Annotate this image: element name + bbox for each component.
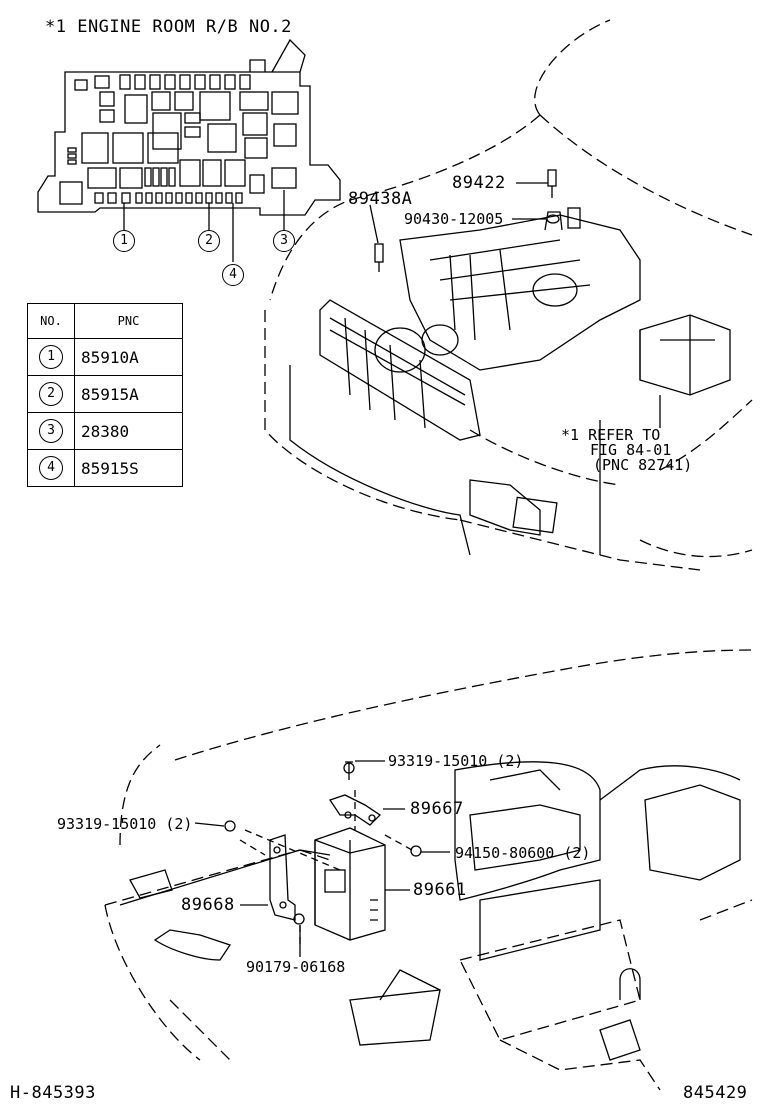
table-row: 1 85910A [27,338,183,376]
illustration-code-right: 845429 [683,1083,748,1103]
pnc-table: NO. PNC 1 85910A 2 85915A 3 28380 4 8591… [27,303,183,487]
row-number: 4 [39,456,63,480]
part-89668: 89668 [181,895,235,915]
table-row: 2 85915A [27,375,183,413]
part-89667: 89667 [410,799,464,819]
table-row: 3 28380 [27,412,183,450]
part-bolt-left: 93319-15010 (2) [57,815,193,833]
relay-block-title: *1 ENGINE ROOM R/B NO.2 [45,17,292,37]
engine-front-drawing [264,19,753,571]
callout-3: 3 [273,230,295,252]
callout-4: 4 [222,264,244,286]
refer-note-line3: (PNC 82741) [593,456,693,474]
header-no: NO. [27,303,75,339]
refer-note-line2: FIG 84-01 [590,441,672,459]
dashboard-drawing [104,649,753,1091]
row-number: 2 [39,382,63,406]
header-pnc: PNC [74,303,183,339]
refer-note-line1: *1 REFER TO [561,426,661,444]
part-nut: 94150-80600 (2) [455,844,591,862]
row-pnc: 85915A [74,375,183,413]
row-pnc: 85915S [74,449,183,487]
row-number: 1 [39,345,63,369]
part-bolt-top: 93319-15010 (2) [388,752,524,770]
row-pnc: 85910A [74,338,183,376]
part-clip: 90179-06168 [246,958,346,976]
part-89438a: 89438A [348,189,413,209]
illustration-code-left: H-845393 [10,1083,96,1103]
callout-2: 2 [198,230,220,252]
table-row: 4 85915S [27,449,183,487]
part-89661: 89661 [413,880,467,900]
row-number: 3 [39,419,63,443]
relay-block-drawing [37,38,341,262]
callout-1: 1 [113,230,135,252]
part-90430-12005: 90430-12005 [404,210,504,228]
row-pnc: 28380 [74,412,183,450]
part-89422: 89422 [452,173,506,193]
pnc-table-header: NO. PNC [27,303,183,339]
